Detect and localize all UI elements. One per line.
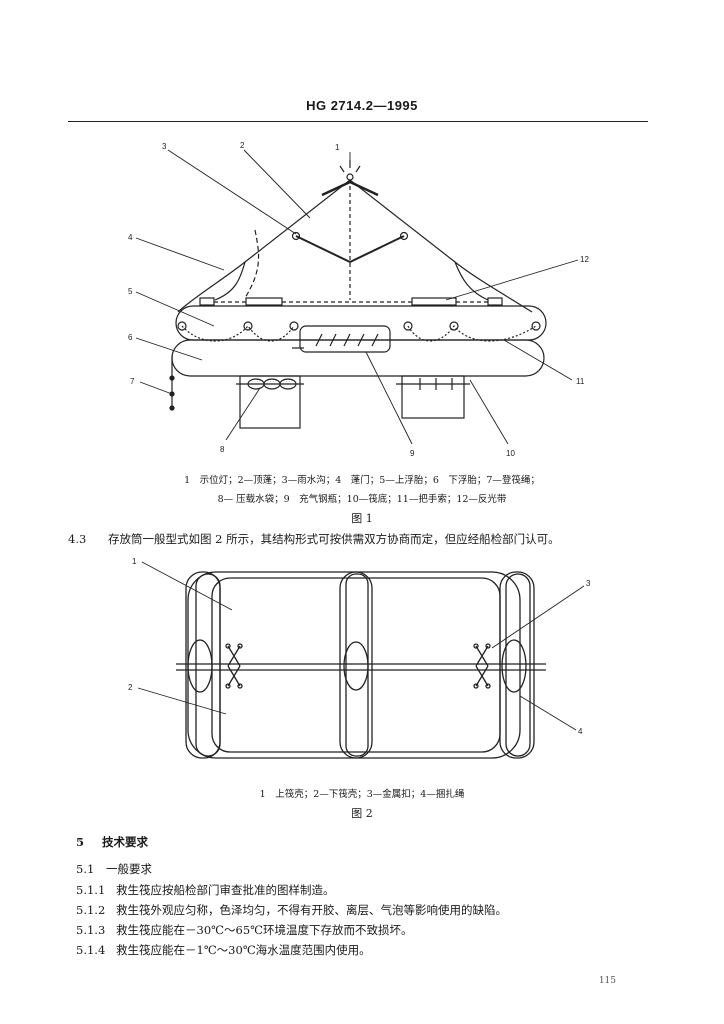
fig1-callout-12: 12 bbox=[580, 255, 589, 264]
clause-number: 5.1.3 bbox=[76, 923, 106, 937]
clause-5-1-4: 5.1.4 救生筏应能在－1℃～30℃海水温度范围内使用。 bbox=[76, 942, 371, 958]
subsection-number: 5.1 bbox=[76, 862, 95, 876]
figure-1-liferaft-diagram: 1 2 3 4 5 6 7 8 9 10 11 12 bbox=[128, 141, 589, 458]
section-5-heading: 5 技术要求 bbox=[76, 834, 148, 850]
fig1-callout-1: 1 bbox=[335, 143, 340, 152]
fig1-callout-6: 6 bbox=[128, 333, 133, 342]
subsection-5-1-heading: 5.1 一般要求 bbox=[76, 861, 152, 877]
subsection-title: 一般要求 bbox=[106, 862, 152, 876]
figure-1-legend-line-2: 8— 压载水袋；9 充气钢瓶；10—筏底；11—把手索；12—反光带 bbox=[217, 494, 507, 505]
clause-number: 5.1.2 bbox=[76, 903, 106, 917]
clause-number: 4.3 bbox=[68, 532, 87, 546]
figure-2-title: 图 2 bbox=[351, 807, 373, 820]
fig2-callout-4: 4 bbox=[578, 727, 583, 736]
fig2-callout-3: 3 bbox=[586, 579, 591, 588]
figure-1-legend-line-1: 1 示位灯；2—顶蓬；3—雨水沟；4 蓬门；5—上浮胎；6 下浮胎；7—登筏绳； bbox=[184, 475, 540, 486]
fig2-callout-2: 2 bbox=[128, 683, 133, 692]
figure-1-title: 图 1 bbox=[351, 512, 373, 525]
fig1-callout-4: 4 bbox=[128, 233, 133, 242]
fig1-callout-3: 3 bbox=[162, 142, 167, 151]
fig1-callout-7: 7 bbox=[130, 377, 135, 386]
clause-5-1-1: 5.1.1 救生筏应按船检部门审查批准的图样制造。 bbox=[76, 882, 335, 898]
clause-text: 救生筏应按船检部门审查批准的图样制造。 bbox=[116, 883, 335, 897]
figure-2-legend: 1 上筏壳；2—下筏壳；3—金属扣；4—捆扎绳 bbox=[259, 789, 465, 800]
fig1-callout-2: 2 bbox=[240, 141, 245, 150]
clause-number: 5.1.4 bbox=[76, 943, 106, 957]
fig1-callout-5: 5 bbox=[128, 287, 133, 296]
section-number: 5 bbox=[76, 835, 85, 849]
clause-5-1-3: 5.1.3 救生筏应能在－30℃～65℃环境温度下存放而不致损坏。 bbox=[76, 922, 413, 938]
clause-text: 救生筏外观应匀称，色泽均匀，不得有开胶、离层、气泡等影响使用的缺陷。 bbox=[116, 903, 507, 917]
clause-text: 存放筒一般型式如图 2 所示，其结构形式可按供需双方协商而定，但应经船检部门认可… bbox=[108, 532, 560, 546]
fig2-callout-1: 1 bbox=[132, 557, 137, 566]
clause-4-3: 4.3 存放筒一般型式如图 2 所示，其结构形式可按供需双方协商而定，但应经船检部… bbox=[68, 531, 560, 547]
standard-number-header: HG 2714.2—1995 bbox=[306, 98, 418, 113]
header-rule bbox=[68, 121, 648, 122]
clause-5-1-2: 5.1.2 救生筏外观应匀称，色泽均匀，不得有开胶、离层、气泡等影响使用的缺陷。 bbox=[76, 902, 507, 918]
clause-text: 救生筏应能在－1℃～30℃海水温度范围内使用。 bbox=[116, 943, 371, 957]
fig1-callout-9: 9 bbox=[410, 449, 415, 458]
section-title: 技术要求 bbox=[102, 835, 148, 849]
fig1-callout-10: 10 bbox=[506, 449, 515, 458]
clause-text: 救生筏应能在－30℃～65℃环境温度下存放而不致损坏。 bbox=[116, 923, 413, 937]
fig1-callout-8: 8 bbox=[220, 445, 225, 454]
fig1-callout-11: 11 bbox=[576, 377, 585, 386]
figure-2-container-diagram: 1 2 3 4 bbox=[128, 557, 591, 759]
clause-number: 5.1.1 bbox=[76, 883, 106, 897]
page-number: 115 bbox=[598, 976, 616, 986]
